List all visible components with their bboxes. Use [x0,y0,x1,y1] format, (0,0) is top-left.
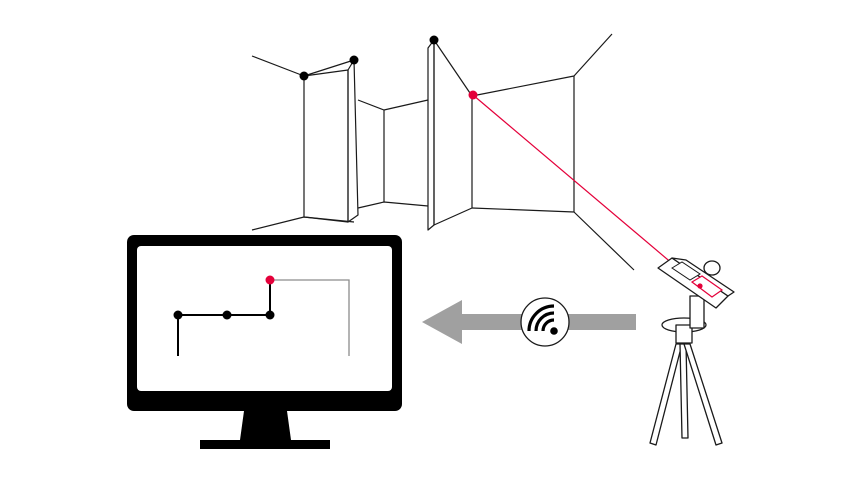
plan-measured-line [270,279,350,356]
plan-measurement-point [265,275,275,285]
room-corridor-top [357,99,429,111]
device-measure-button [697,283,703,289]
device-keypad [690,275,724,298]
plan-corner-point [265,310,275,320]
plan-corner-point [173,310,183,320]
wifi-badge [520,297,570,347]
monitor-icon [127,235,402,449]
room-panel-2 [427,39,435,231]
arrow-head [422,300,462,344]
corner-point [299,71,309,81]
wifi-wave-1 [541,318,555,332]
monitor-screen [137,246,392,391]
room-panel-2-face [433,39,473,226]
tripod-leg-left [649,343,683,446]
room-drawing [251,33,635,271]
wifi-dot [550,327,558,335]
wifi-wave-3 [527,304,555,332]
room-panel-1-side [347,59,359,223]
room-back-wall-top [471,33,613,97]
room-panel-1 [303,69,349,223]
tripod-leg-middle [679,343,689,439]
device-knob [703,260,721,276]
wifi-icon [520,297,570,347]
tripod-column [675,324,693,344]
floor-plan [173,275,350,356]
laser-beam [472,94,707,293]
room-back-wall-bottom [471,207,635,271]
wifi-wave-2 [534,311,555,332]
corner-point [349,55,359,65]
room-corridor-bottom [357,201,429,209]
tripod-mount [689,295,705,329]
monitor-stand [240,411,291,440]
laser-distance-meter-icon [649,257,735,446]
room-wall-left-bottom [251,216,355,231]
corner-point [429,35,439,45]
device-display [671,261,701,281]
monitor-base [200,440,330,449]
tripod-leg-right [683,343,723,446]
plan-corner-point [222,310,232,320]
